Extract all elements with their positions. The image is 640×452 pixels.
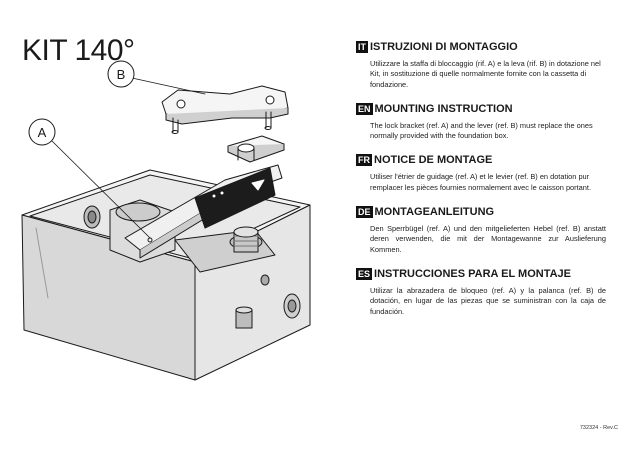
section-title-fr: NOTICE DE MONTAGE (374, 154, 493, 167)
lang-badge-de: DE (356, 206, 373, 219)
callout-b-label: B (117, 67, 126, 82)
lang-badge-es: ES (356, 267, 373, 280)
foundation-box (21, 169, 311, 381)
callout-b-leader (131, 77, 206, 95)
callout-a-circle (28, 118, 56, 146)
lang-badge-fr: FR (356, 154, 372, 167)
lever-ref-b (161, 85, 289, 134)
callout-a-leader (51, 140, 151, 239)
lock-bracket-ref-a (124, 164, 283, 259)
section-es: ES INSTRUCCIONES PARA EL MONTAJE Utiliza… (356, 267, 606, 317)
section-de: DE MONTAGEANLEITUNG Den Sperrbügel (ref.… (356, 205, 606, 255)
document-reference: 732324 - Rev.C (579, 425, 618, 431)
section-body-fr: Utiliser l'étrier de guidage (ref. A) et… (370, 172, 592, 192)
section-header: IT ISTRUZIONI DI MONTAGGIO (356, 40, 606, 54)
section-title-en: MOUNTING INSTRUCTION (374, 102, 513, 115)
section-header: DE MONTAGEANLEITUNG (356, 205, 606, 219)
lang-badge-it: IT (356, 41, 368, 53)
callout-a-label: A (38, 125, 47, 140)
section-title-de: MONTAGEANLEITUNG (374, 206, 495, 219)
section-header: ES INSTRUCCIONES PARA EL MONTAJE (356, 267, 606, 281)
lang-badge-en: EN (356, 102, 373, 115)
section-header: FR NOTICE DE MONTAGE (356, 153, 606, 167)
section-body-de: Den Sperrbügel (ref. A) und den mitgelie… (370, 224, 606, 254)
section-fr: FR NOTICE DE MONTAGE Utiliser l'étrier d… (356, 153, 606, 193)
coupling-plate (227, 135, 285, 163)
section-header: EN MOUNTING INSTRUCTION (356, 102, 606, 116)
section-body-es: Utilizar la abrazadera de bloqueo (ref. … (370, 285, 606, 316)
instructions-panel: IT ISTRUZIONI DI MONTAGGIO Utilizzare la… (356, 40, 606, 329)
section-body-en: The lock bracket (ref. A) and the lever … (370, 120, 593, 141)
section-title-es: INSTRUCCIONES PARA EL MONTAJE (374, 267, 572, 280)
callout-b-circle (107, 60, 135, 88)
section-it: IT ISTRUZIONI DI MONTAGGIO Utilizzare la… (356, 40, 606, 90)
section-title-it: ISTRUZIONI DI MONTAGGIO (370, 41, 518, 53)
section-en: EN MOUNTING INSTRUCTION The lock bracket… (356, 102, 606, 142)
section-body-it: Utilizzare la staffa di bloccaggio (rif.… (370, 59, 601, 89)
